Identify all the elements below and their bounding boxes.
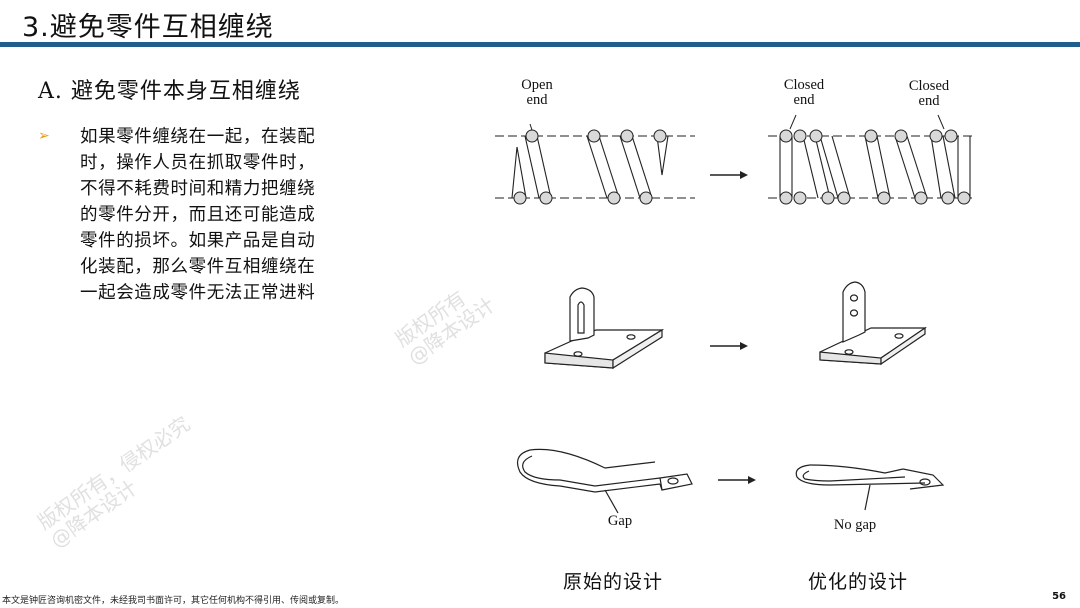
paragraph-line: 化装配，那么零件互相缠绕在: [80, 257, 316, 277]
right-arrow-icon: [718, 476, 756, 484]
watermark: 版权所有@降本设计: [390, 285, 500, 370]
closed-end-spring-diagram: [768, 114, 973, 205]
no-gap-label: No gap: [833, 517, 877, 533]
body-paragraph: 如果零件缠绕在一起，在装配 时，操作人员在抓取零件时， 不得不耗费时间和精力把缠…: [80, 124, 380, 306]
title-divider: [0, 42, 1080, 47]
paragraph-line: 不得不耗费时间和精力把缠绕: [80, 179, 316, 199]
page-number: 56: [1052, 591, 1066, 602]
confidentiality-footer: 本文是钟匠咨询机密文件，未经我司书面许可，其它任何机构不得引用、传阅或复制。: [2, 596, 345, 606]
section-heading: A. 避免零件本身互相缠绕: [38, 79, 301, 104]
page-title: 3.避免零件互相缠绕: [22, 12, 274, 43]
watermark: 版权所有，侵权必究@降本设计: [33, 411, 195, 553]
paragraph-line: 零件的损坏。如果产品是自动: [80, 231, 316, 251]
paragraph-line: 的零件分开，而且还可能造成: [80, 205, 316, 225]
right-arrow-icon: [710, 342, 748, 350]
open-end-spring-diagram: [495, 123, 695, 205]
gap-label: Gap: [607, 513, 633, 529]
arrow-bullet-icon: ➢: [38, 128, 50, 144]
paragraph-line: 时，操作人员在抓取零件时，: [80, 153, 316, 173]
bracket-slot-diagram: [544, 287, 665, 370]
bracket-holes-diagram: [819, 281, 927, 366]
paragraph-line: 如果零件缠绕在一起，在装配: [80, 127, 316, 147]
caption-optimized-design: 优化的设计: [808, 571, 909, 593]
clip-nogap-diagram: [795, 464, 945, 511]
caption-original-design: 原始的设计: [563, 571, 664, 593]
paragraph-line: 一起会造成零件无法正常进料: [80, 283, 316, 303]
right-arrow-icon: [710, 171, 748, 179]
clip-gap-diagram: [517, 448, 693, 514]
